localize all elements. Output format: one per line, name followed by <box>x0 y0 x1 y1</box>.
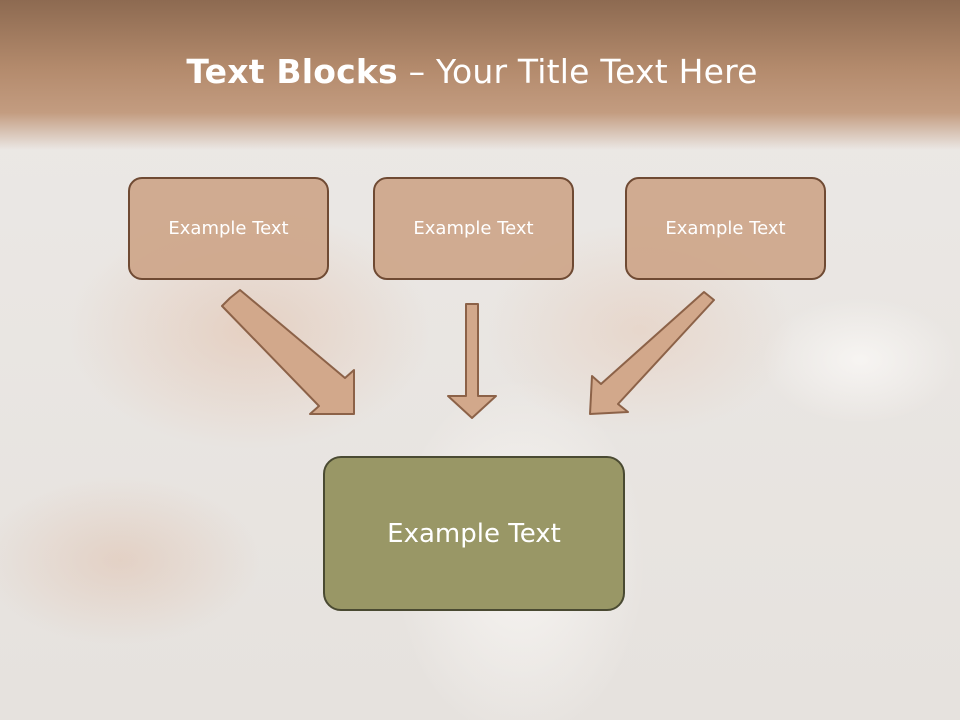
text-block-3[interactable]: Example Text <box>625 177 826 280</box>
text-block-1[interactable]: Example Text <box>128 177 329 280</box>
center-text-block-label: Example Text <box>387 518 561 549</box>
arrow-left <box>221 289 355 415</box>
arrow-right <box>589 291 715 415</box>
title-dash: – <box>397 52 436 91</box>
text-block-3-label: Example Text <box>665 218 786 239</box>
text-block-1-label: Example Text <box>168 218 289 239</box>
text-block-2-label: Example Text <box>413 218 534 239</box>
slide-title: Text Blocks – Your Title Text Here <box>0 52 944 91</box>
arrow-middle <box>447 303 497 419</box>
center-text-block[interactable]: Example Text <box>323 456 625 611</box>
title-rest: Your Title Text Here <box>435 52 758 91</box>
title-bold-part: Text Blocks <box>186 52 398 91</box>
header-band <box>0 0 960 150</box>
text-block-2[interactable]: Example Text <box>373 177 574 280</box>
